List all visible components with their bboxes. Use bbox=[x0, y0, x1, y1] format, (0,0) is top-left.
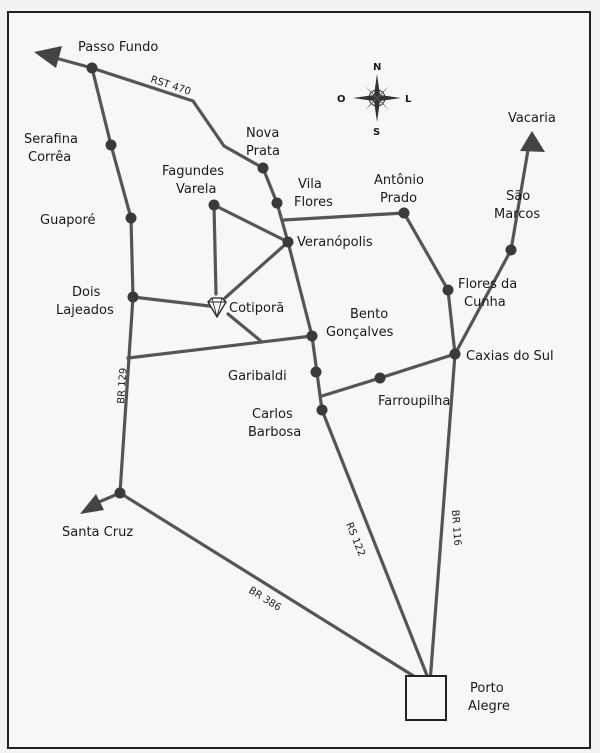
road-cotipora-bento bbox=[226, 312, 264, 344]
city-dot-nova-prata bbox=[257, 162, 269, 174]
compass-s: S bbox=[373, 127, 380, 138]
label-carlos-barbosa-1: Carlos bbox=[252, 407, 293, 422]
label-serafina-2: Corrêa bbox=[28, 150, 71, 165]
label-vacaria: Vacaria bbox=[508, 111, 556, 126]
label-nova-prata-2: Prata bbox=[246, 144, 280, 159]
arrow-santa-cruz bbox=[80, 494, 104, 514]
compass-l: L bbox=[405, 94, 412, 105]
city-markers bbox=[86, 62, 517, 499]
arrow-passo-fundo bbox=[34, 46, 62, 68]
city-dot-sao-marcos bbox=[505, 244, 517, 256]
road-dois-lajeados-cotipora bbox=[131, 295, 220, 309]
compass-rose-icon: N S L O bbox=[337, 62, 412, 138]
road-cotipora-veranopolis bbox=[223, 240, 290, 300]
label-guapore: Guaporé bbox=[40, 213, 96, 228]
city-dot-dois-lajeados bbox=[127, 291, 139, 303]
label-fagundes-1: Fagundes bbox=[162, 164, 224, 179]
compass-o: O bbox=[337, 94, 346, 105]
label-antonio-prado-1: Antônio bbox=[374, 173, 424, 188]
label-santa-cruz: Santa Cruz bbox=[62, 525, 133, 540]
city-dot-vila-flores bbox=[271, 197, 283, 209]
city-dot-veranopolis bbox=[282, 236, 294, 248]
label-flores-da-cunha-2: Cunha bbox=[464, 295, 506, 310]
label-caxias: Caxias do Sul bbox=[466, 349, 554, 364]
label-veranopolis: Veranópolis bbox=[297, 235, 373, 250]
city-dot-flores-da-cunha bbox=[442, 284, 454, 296]
road-passo-fundo-exit bbox=[50, 55, 94, 70]
road-br116 bbox=[428, 352, 457, 685]
label-garibaldi: Garibaldi bbox=[228, 369, 287, 384]
city-labels: Passo Fundo Serafina Corrêa Guaporé Dois… bbox=[24, 40, 556, 714]
road-flores-caxias bbox=[446, 288, 457, 356]
label-dois-lajeados-2: Lajeados bbox=[56, 303, 114, 318]
city-dot-bento bbox=[306, 330, 318, 342]
label-porto-alegre-2: Alegre bbox=[468, 699, 510, 714]
city-dot-santa-cruz bbox=[114, 487, 126, 499]
compass-n: N bbox=[373, 62, 381, 73]
city-box-porto-alegre bbox=[405, 675, 447, 721]
label-bento-2: Gonçalves bbox=[326, 325, 394, 340]
label-cotipora: Cotiporã bbox=[229, 301, 284, 316]
label-farroupilha: Farroupilha bbox=[378, 394, 450, 409]
label-nova-prata-1: Nova bbox=[246, 126, 279, 141]
arrow-vacaria bbox=[520, 131, 545, 152]
road-vilaflores-antonioprado bbox=[282, 211, 406, 222]
diamond-icon bbox=[207, 297, 227, 319]
city-dot-antonio-prado bbox=[398, 207, 410, 219]
label-passo-fundo: Passo Fundo bbox=[78, 40, 158, 55]
label-porto-alegre-1: Porto bbox=[470, 681, 504, 696]
label-vila-flores-1: Vila bbox=[298, 177, 322, 192]
road-cotipora-fagundes bbox=[212, 203, 218, 296]
label-dois-lajeados-1: Dois bbox=[72, 285, 101, 300]
label-sao-marcos-2: Marcos bbox=[494, 207, 540, 222]
road-label-br116: BR 116 bbox=[449, 509, 462, 546]
label-bento-1: Bento bbox=[350, 307, 388, 322]
label-antonio-prado-2: Prado bbox=[380, 191, 417, 206]
city-dot-serafina bbox=[105, 139, 117, 151]
city-dot-garibaldi bbox=[310, 366, 322, 378]
label-serafina-1: Serafina bbox=[24, 132, 78, 147]
road-label-br129: BR 129 bbox=[116, 367, 129, 404]
label-flores-da-cunha-1: Flores da bbox=[458, 277, 517, 292]
label-fagundes-2: Varela bbox=[176, 182, 217, 197]
label-sao-marcos-1: São bbox=[506, 189, 530, 204]
city-dot-farroupilha bbox=[374, 372, 386, 384]
road-antonioprado-flores bbox=[402, 211, 450, 292]
label-carlos-barbosa-2: Barbosa bbox=[248, 425, 301, 440]
road-br129-bento bbox=[126, 334, 314, 360]
city-dot-caxias bbox=[449, 348, 461, 360]
city-dot-fagundes bbox=[208, 199, 220, 211]
city-dot-carlos-barbosa bbox=[316, 404, 328, 416]
label-vila-flores-2: Flores bbox=[294, 195, 333, 210]
map-frame bbox=[7, 11, 591, 749]
city-dot-passo-fundo bbox=[86, 62, 98, 74]
city-dot-guapore bbox=[125, 212, 137, 224]
road-br386 bbox=[118, 491, 422, 682]
road-fagundes-veranopolis bbox=[212, 203, 290, 244]
